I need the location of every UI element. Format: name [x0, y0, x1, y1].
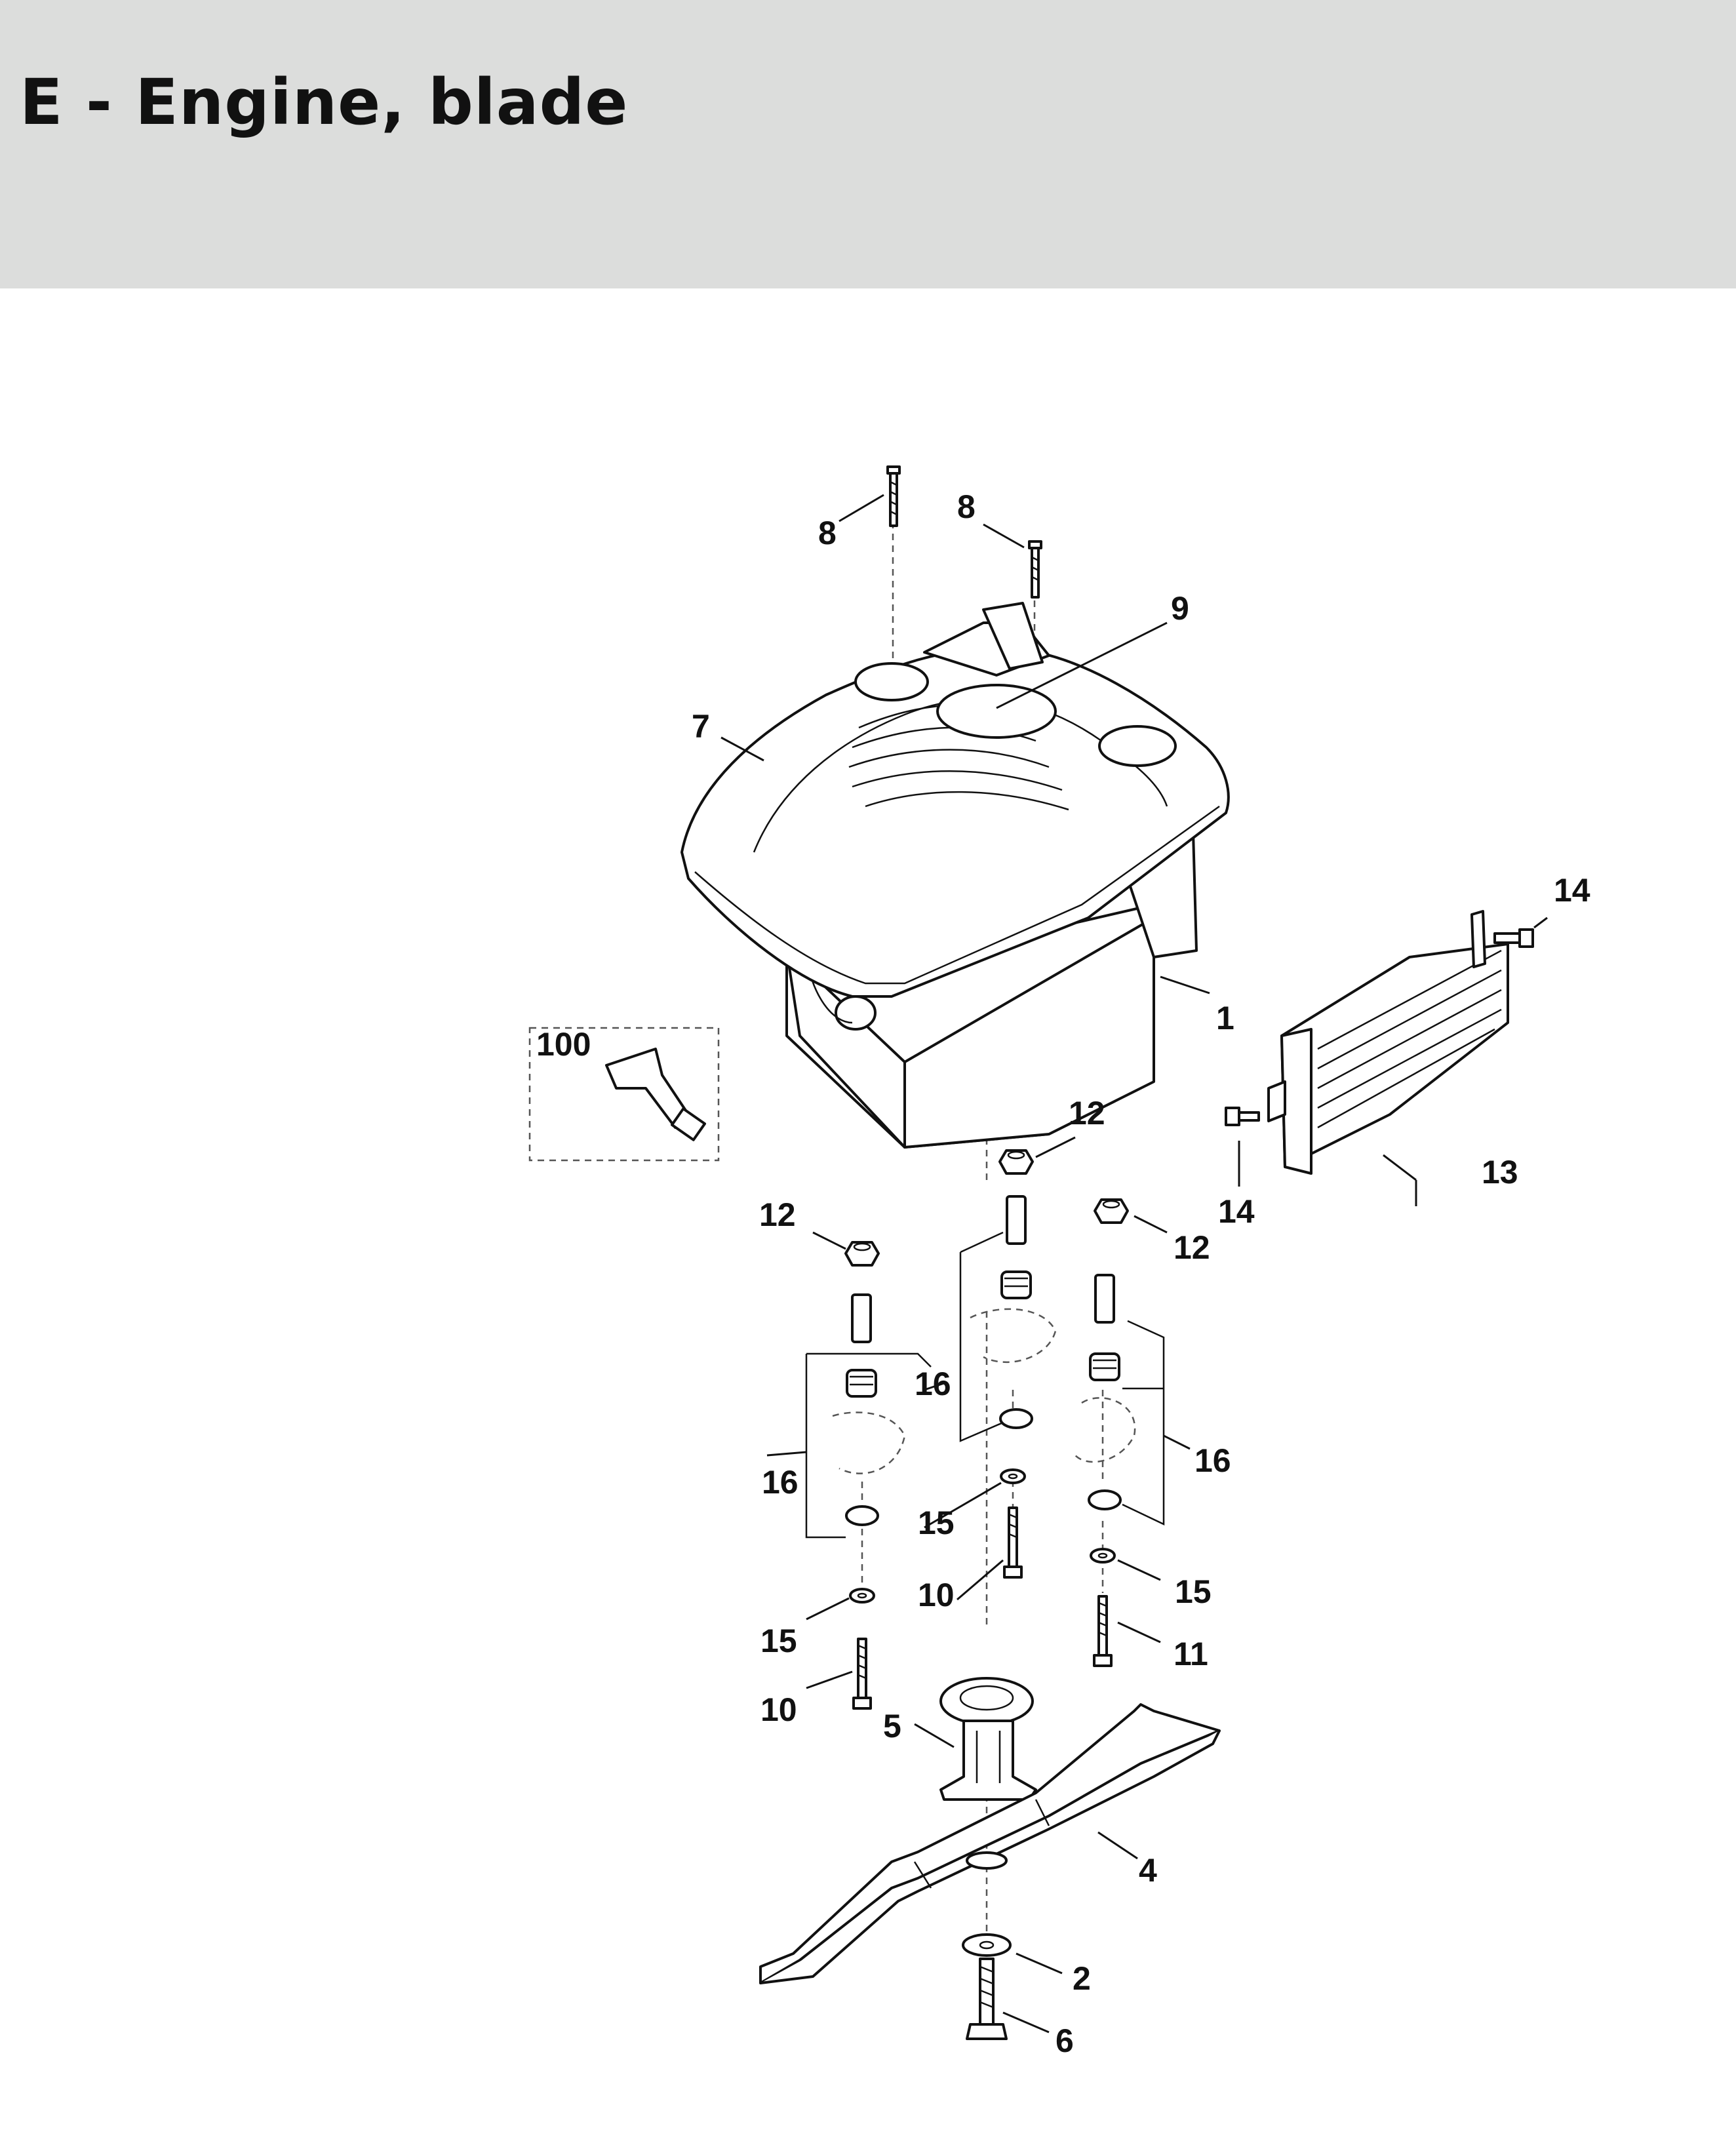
callout-14-left: 14 [1218, 1193, 1255, 1230]
callout-16-center: 16 [915, 1366, 951, 1402]
callout-2: 2 [1073, 1960, 1091, 1997]
page-title: E - Engine, blade [20, 66, 629, 139]
screw-8-left[interactable] [886, 465, 901, 527]
bolt-10-center[interactable] [1003, 1506, 1023, 1579]
nut-12-right[interactable] [1094, 1198, 1129, 1224]
callout-11: 11 [1174, 1636, 1208, 1672]
callout-15-center: 15 [918, 1505, 955, 1541]
callout-15-right: 15 [1175, 1573, 1212, 1610]
screw-14-right[interactable] [1493, 928, 1534, 948]
blade-bolt[interactable] [966, 1958, 1008, 2040]
callout-16-right: 16 [1194, 1442, 1231, 1479]
callout-12-center: 12 [1069, 1095, 1105, 1132]
callout-8-left: 8 [818, 515, 837, 551]
nut-12-left[interactable] [844, 1241, 880, 1267]
screw-8-right[interactable] [1028, 540, 1042, 599]
engine-cover[interactable] [681, 602, 1230, 998]
spark-plug-boot-box [528, 1027, 720, 1162]
callout-100: 100 [536, 1026, 591, 1063]
callout-10-center: 10 [918, 1577, 955, 1613]
bolt-10-left[interactable] [852, 1638, 872, 1710]
callout-7: 7 [692, 708, 710, 745]
header-band: E - Engine, blade [0, 0, 1736, 288]
washer-15-left[interactable] [849, 1588, 875, 1604]
callout-8-right: 8 [957, 488, 976, 525]
damper-set-16-left[interactable] [805, 1293, 932, 1539]
damper-set-16-right[interactable] [1075, 1274, 1165, 1525]
damper-set-16-center[interactable] [959, 1195, 1057, 1442]
callout-1: 1 [1216, 1000, 1234, 1036]
callout-6: 6 [1055, 2022, 1074, 2059]
callout-13: 13 [1482, 1154, 1518, 1191]
callout-5: 5 [883, 1708, 901, 1744]
callout-10-left: 10 [760, 1691, 797, 1728]
callout-15-left: 15 [760, 1623, 797, 1659]
callout-12-left: 12 [759, 1196, 796, 1233]
muffler[interactable] [1267, 910, 1509, 1175]
callout-12-right: 12 [1174, 1229, 1210, 1266]
nut-12-center[interactable] [998, 1149, 1034, 1175]
callout-4: 4 [1139, 1852, 1157, 1889]
callout-16-left: 16 [762, 1464, 799, 1501]
callout-9: 9 [1171, 590, 1189, 627]
blade-washer[interactable] [962, 1933, 1012, 1957]
screw-14-left[interactable] [1225, 1107, 1260, 1126]
mower-blade[interactable] [759, 1703, 1221, 1984]
bolt-11-right[interactable] [1093, 1595, 1113, 1667]
callout-14-right: 14 [1554, 872, 1590, 909]
blade-adapter[interactable] [939, 1677, 1037, 1801]
spark-plug-boot[interactable] [605, 1048, 706, 1141]
washer-15-center[interactable] [1000, 1468, 1026, 1484]
washer-15-right[interactable] [1090, 1548, 1116, 1564]
